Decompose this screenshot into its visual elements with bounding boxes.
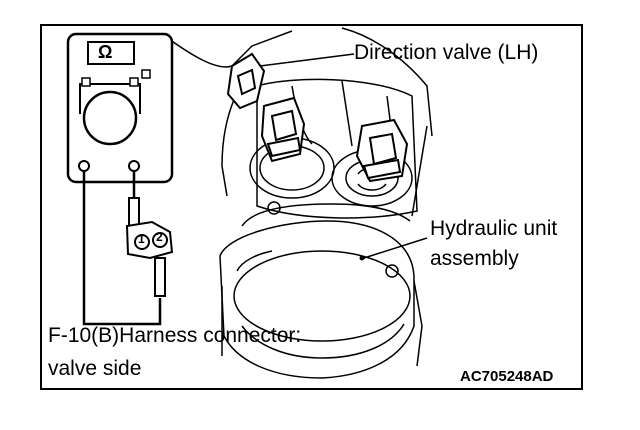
diagram-drawing: [66, 27, 433, 379]
direction-valve-connector: [226, 52, 266, 110]
harness-connector-label-line2: valve side: [48, 357, 142, 380]
valve-connector-right: [355, 118, 409, 183]
figure-code: AC705248AD: [460, 368, 554, 385]
ohmmeter: [66, 32, 174, 326]
leader-dot: [359, 255, 365, 261]
meter-symbol: Ω: [98, 42, 113, 62]
figure-frame: Ω 1 2 Direction valve (LH) Hydraulic uni…: [40, 24, 583, 390]
hydraulic-unit-label-line2: assembly: [430, 247, 519, 270]
harness-connector-label-line1: F-10(B)Harness connector:: [48, 324, 302, 347]
harness-connector: [125, 220, 174, 260]
hydraulic-unit-label-line1: Hydraulic unit: [430, 217, 558, 240]
leader-lines: [259, 53, 428, 259]
terminal-2-label: 2: [156, 230, 163, 244]
valve-connector-left: [260, 96, 306, 163]
terminal-1-label: 1: [138, 232, 145, 246]
direction-valve-label: Direction valve (LH): [354, 41, 539, 64]
